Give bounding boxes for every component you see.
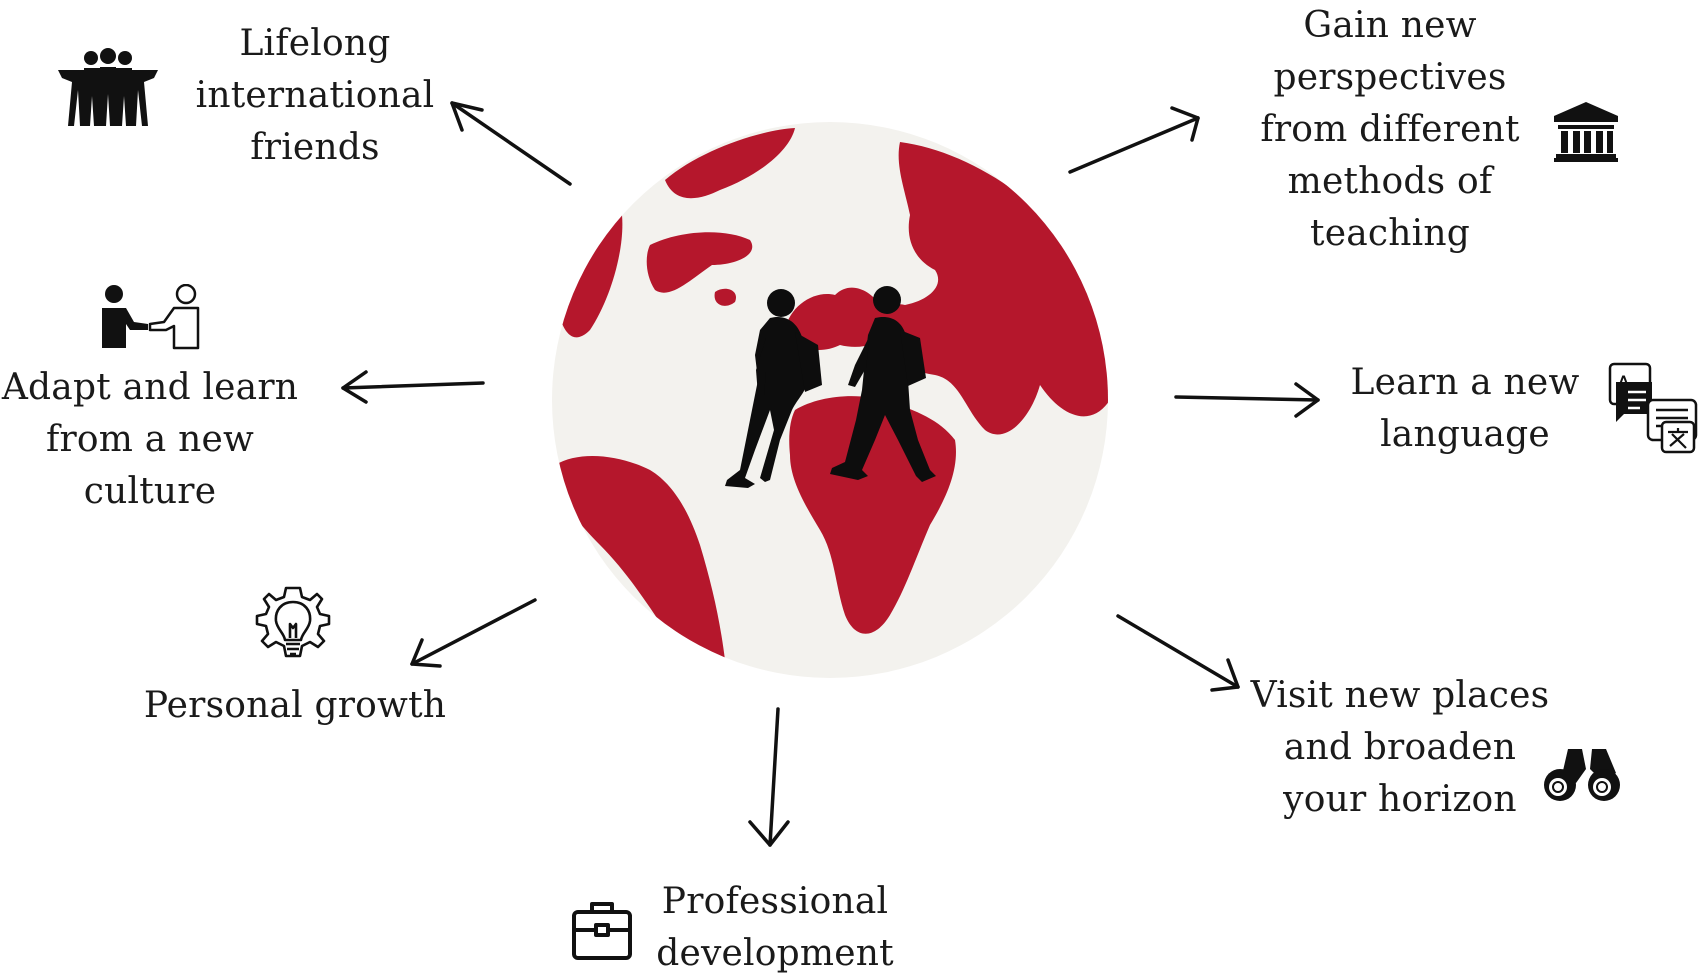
benefit-culture-line-2: from a new — [46, 419, 254, 460]
benefit-places-line-3: your horizon — [1283, 779, 1517, 820]
benefit-professional-line-2: development — [656, 933, 894, 974]
benefit-language-label: Learn a new language — [1335, 357, 1595, 461]
benefit-professional-line-1: Professional — [661, 881, 889, 922]
arrow-to-perspectives — [1068, 106, 1200, 174]
arrow-to-language — [1174, 382, 1320, 418]
university-building-icon — [1554, 102, 1618, 162]
handshake-icon — [102, 284, 200, 350]
benefit-perspectives-label: Gain new perspectives from different met… — [1245, 0, 1535, 260]
benefit-friends-line-3: friends — [250, 127, 380, 168]
arrow-to-culture — [341, 370, 485, 404]
lightbulb-gear-icon — [255, 586, 331, 658]
benefit-professional-label: Professional development — [640, 876, 910, 980]
binoculars-icon — [1544, 749, 1620, 801]
benefit-perspectives-line-2: perspectives — [1273, 57, 1507, 98]
benefit-places-line-1: Visit new places — [1250, 675, 1550, 716]
globe — [552, 122, 1108, 678]
benefit-perspectives-line-3: from different — [1260, 109, 1520, 150]
benefit-friends-line-2: international — [195, 75, 435, 116]
benefit-culture-line-3: culture — [83, 471, 217, 512]
benefit-places-line-2: and broaden — [1283, 727, 1517, 768]
group-of-people-icon — [58, 48, 158, 126]
arrow-to-growth — [410, 598, 537, 668]
benefit-language-line-1: Learn a new — [1350, 362, 1580, 403]
arrow-to-professional — [748, 707, 790, 847]
benefit-perspectives-line-1: Gain new — [1303, 5, 1477, 46]
benefit-perspectives-line-4: methods of — [1287, 161, 1493, 202]
arrow-to-places — [1116, 614, 1240, 692]
benefit-friends-line-1: Lifelong — [239, 23, 391, 64]
students-silhouette — [725, 286, 936, 488]
benefit-friends-label: Lifelong international friends — [165, 18, 465, 174]
benefit-places-label: Visit new places and broaden your horizo… — [1250, 670, 1550, 826]
benefit-language-line-2: language — [1380, 414, 1550, 455]
arrow-to-friends — [450, 101, 572, 186]
benefit-culture-label: Adapt and learn from a new culture — [0, 362, 300, 518]
benefit-growth-label: Personal growth — [140, 680, 450, 732]
benefit-culture-line-1: Adapt and learn — [1, 367, 299, 408]
briefcase-icon — [572, 902, 632, 960]
benefit-growth-line-1: Personal growth — [143, 685, 447, 726]
translation-icon: A — [1608, 362, 1698, 454]
benefit-perspectives-line-5: teaching — [1310, 213, 1470, 254]
